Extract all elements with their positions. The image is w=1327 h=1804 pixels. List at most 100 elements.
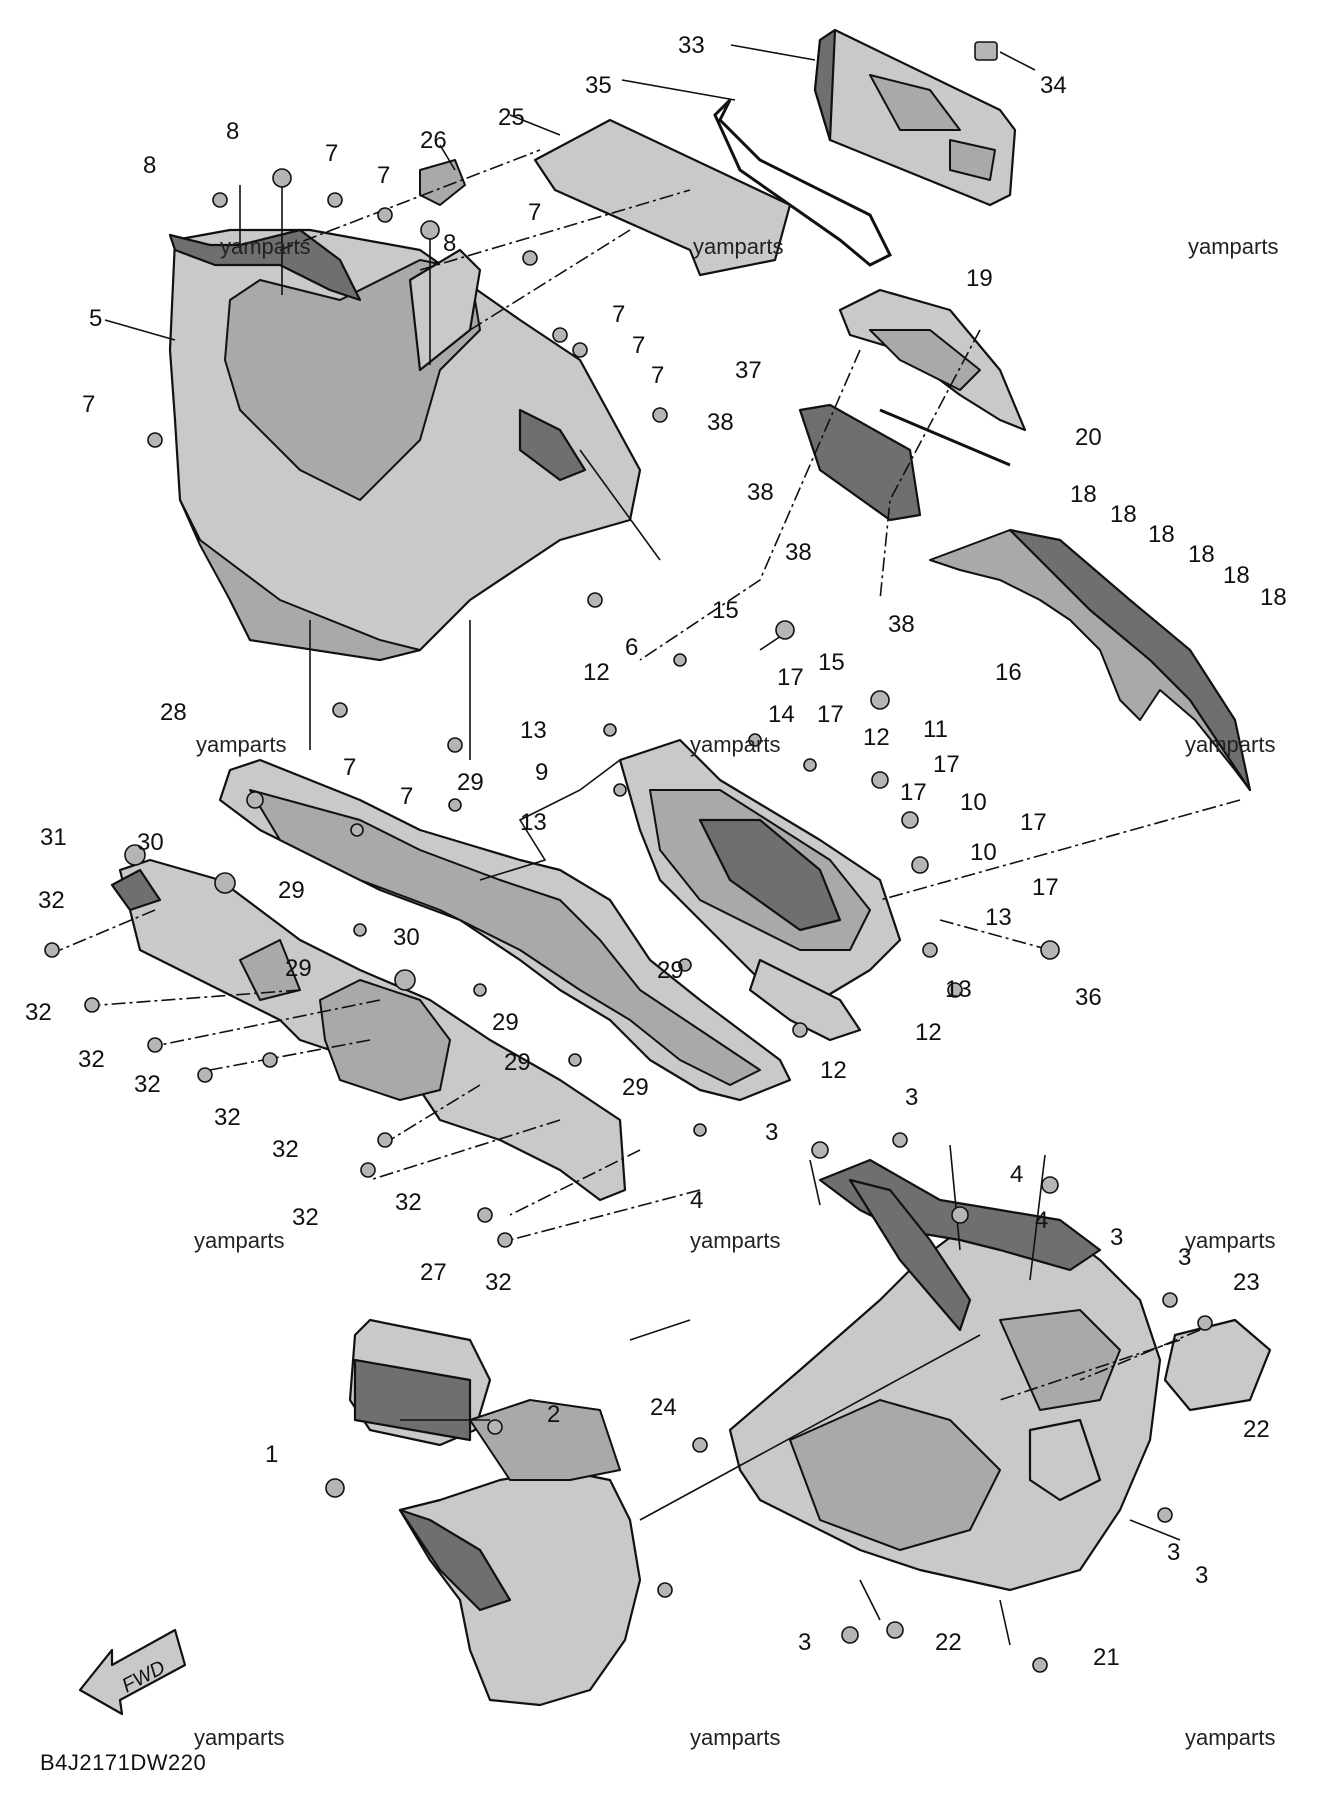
callout-19: 19	[966, 265, 993, 292]
callout-23: 27	[420, 1259, 447, 1286]
callout-12: 12	[820, 1057, 847, 1084]
callout-36: 36	[1075, 984, 1102, 1011]
callout-24: 1	[265, 1441, 278, 1468]
callout-4: 3	[1110, 1224, 1123, 1251]
callout-13: 13	[520, 717, 547, 744]
callout-38: 38	[707, 409, 734, 436]
callout-30: 30	[393, 924, 420, 951]
callout-29: 4	[690, 1187, 703, 1214]
callout-32: 32	[38, 887, 65, 914]
callout-29: 29	[492, 1009, 519, 1036]
part-16-cowl	[929, 528, 1252, 792]
watermark: yamparts	[690, 732, 780, 757]
callout-3: 3	[798, 1629, 811, 1656]
part-5-housing	[168, 228, 642, 662]
callout-15: 15	[712, 597, 739, 624]
callout-32: 32	[78, 1046, 105, 1073]
callout-29: 29	[657, 957, 684, 984]
callout-32: 32	[272, 1136, 299, 1163]
callout-17: 17	[933, 751, 960, 778]
callout-32: 32	[292, 1204, 319, 1231]
diagram-code: B4J2171DW220	[40, 1750, 206, 1775]
callout-34: 34	[1040, 72, 1067, 99]
watermark: yamparts	[690, 1228, 780, 1253]
watermark: yamparts	[1188, 234, 1278, 259]
watermarks: yamparts yamparts yamparts yamparts yamp…	[194, 234, 1278, 1750]
callout-5: 5	[89, 305, 102, 332]
part-20-rod	[879, 408, 1011, 467]
callout-25: 25	[498, 104, 525, 131]
callout-18: 18	[1260, 584, 1287, 611]
watermark: yamparts	[1185, 1228, 1275, 1253]
callout-13: 13	[520, 809, 547, 836]
callout-20: 20	[1075, 424, 1102, 451]
callout-9: 9	[535, 759, 548, 786]
callout-3: 3	[1178, 1244, 1191, 1271]
callout-7: 7	[377, 162, 390, 189]
callout-7: 7	[343, 754, 356, 781]
callout-3: 3	[905, 1084, 918, 1111]
callout-32: 32	[395, 1189, 422, 1216]
part-19-bracket	[838, 288, 1027, 432]
callout-10: 10	[970, 839, 997, 866]
callout-16: 16	[995, 659, 1022, 686]
callout-35: 35	[585, 72, 612, 99]
callout-33: 33	[678, 32, 705, 59]
callout-3: 23	[1233, 1269, 1260, 1296]
callout-32: 32	[134, 1071, 161, 1098]
callout-13: 13	[945, 976, 972, 1003]
callout-1: 3	[1167, 1539, 1180, 1566]
callout-13: 13	[985, 904, 1012, 931]
callout-29: 29	[457, 769, 484, 796]
callout-31: 31	[40, 824, 67, 851]
callout-38: 38	[785, 539, 812, 566]
part-21-duct	[398, 1399, 642, 1707]
callout-7: 7	[651, 362, 664, 389]
part-37-plate	[798, 403, 922, 522]
watermark: yamparts	[220, 234, 310, 259]
part-23-cover	[348, 1318, 492, 1447]
watermark: yamparts	[196, 732, 286, 757]
callout-29: 29	[278, 877, 305, 904]
callout-10: 10	[960, 789, 987, 816]
callout-4: 3	[765, 1119, 778, 1146]
callout-32: 32	[485, 1269, 512, 1296]
callout-2: 24	[650, 1394, 677, 1421]
part-33-cover	[813, 28, 1017, 207]
part-35-seal	[713, 98, 893, 267]
callout-29: 29	[504, 1049, 531, 1076]
callout-7: 7	[528, 199, 541, 226]
watermark: yamparts	[693, 234, 783, 259]
callout-3: 4	[1010, 1161, 1023, 1188]
callout-37: 37	[735, 357, 762, 384]
watermark: yamparts	[194, 1228, 284, 1253]
callout-17: 17	[1020, 809, 1047, 836]
callout-7: 7	[632, 332, 645, 359]
callout-7: 7	[400, 783, 413, 810]
callout-17: 17	[900, 779, 927, 806]
callout-22: 21	[1093, 1644, 1120, 1671]
callout-32: 32	[25, 999, 52, 1026]
callout-3: 3	[1195, 1562, 1208, 1589]
callout-11: 11	[923, 716, 948, 743]
callout-26: 26	[420, 127, 447, 154]
callout-18: 18	[1070, 481, 1097, 508]
callout-18: 18	[1110, 501, 1137, 528]
fasteners	[44, 168, 1213, 1673]
callout-8: 8	[226, 118, 239, 145]
callout-17: 17	[1032, 874, 1059, 901]
watermark: yamparts	[1185, 732, 1275, 757]
callout-8: 8	[443, 230, 456, 257]
fwd-arrow-icon: FWD	[78, 1628, 187, 1716]
watermark: yamparts	[690, 1725, 780, 1750]
callout-32: 32	[214, 1104, 241, 1131]
callout-12: 12	[583, 659, 610, 686]
part-1-lower-housing	[728, 1158, 1162, 1592]
callout-17: 17	[817, 701, 844, 728]
callout-38: 38	[888, 611, 915, 638]
callout-28: 28	[160, 699, 187, 726]
callout-8: 8	[143, 152, 156, 179]
callout-17: 17	[777, 664, 804, 691]
part-28-crossmember	[218, 758, 792, 1102]
